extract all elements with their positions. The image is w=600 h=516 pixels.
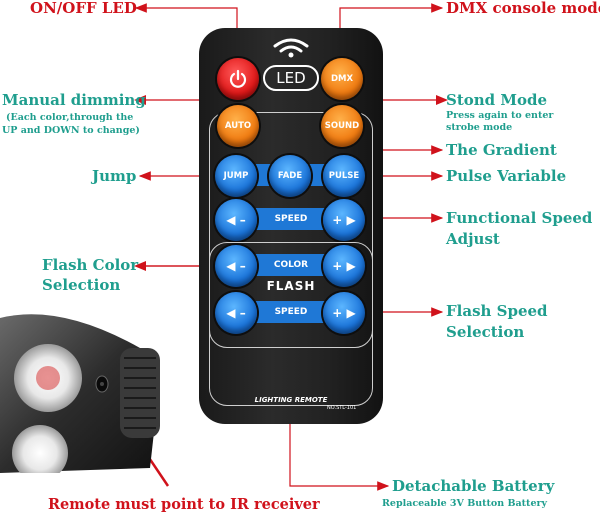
speed-down-button[interactable]: ◀ – bbox=[215, 199, 257, 241]
label-functional-speed: Functional Speed bbox=[446, 209, 593, 227]
led-text: LED bbox=[276, 69, 306, 87]
flash-speed-bar: SPEED bbox=[229, 301, 353, 323]
flash-speed-down-button[interactable]: ◀ – bbox=[215, 292, 257, 334]
label-ir-receiver: Remote must point to IR receiver bbox=[48, 496, 320, 513]
label-onoff: ON/OFF LED bbox=[30, 0, 137, 17]
fade-button[interactable]: FADE bbox=[269, 155, 311, 197]
label-stond-mode: Stond Mode bbox=[446, 91, 548, 109]
color-bar: COLOR bbox=[229, 254, 353, 276]
power-icon bbox=[229, 69, 247, 88]
label-battery-sub: Replaceable 3V Button Battery bbox=[382, 498, 548, 509]
flash-label: FLASH bbox=[266, 279, 316, 293]
label-flash-speed: Flash Speed bbox=[446, 302, 548, 320]
remote-footer: LIGHTING REMOTE bbox=[254, 396, 328, 404]
label-stond-mode-sub1: Press again to enter bbox=[446, 110, 554, 121]
remote-model: NO.STL-101 bbox=[327, 405, 357, 411]
label-dmx: DMX console mode bbox=[446, 0, 600, 17]
sound-button[interactable]: SOUND bbox=[321, 105, 363, 147]
auto-button[interactable]: AUTO bbox=[217, 105, 259, 147]
label-flash-color: Flash Color bbox=[42, 256, 139, 274]
wireless-icon bbox=[273, 38, 309, 58]
flash-frame bbox=[209, 242, 373, 348]
label-gradient: The Gradient bbox=[446, 141, 557, 159]
flash-speed-up-button[interactable]: + ▶ bbox=[323, 292, 365, 334]
label-manual-dimming-sub2: UP and DOWN to change) bbox=[2, 125, 140, 136]
label-pulse-variable: Pulse Variable bbox=[446, 167, 567, 185]
power-button[interactable] bbox=[217, 58, 259, 100]
speed-up-button[interactable]: + ▶ bbox=[323, 199, 365, 241]
jump-button[interactable]: JUMP bbox=[215, 155, 257, 197]
speed-bar: SPEED bbox=[229, 208, 353, 230]
label-flash-color-2: Selection bbox=[42, 276, 121, 294]
label-flash-speed-2: Selection bbox=[446, 323, 525, 341]
dmx-button[interactable]: DMX bbox=[321, 58, 363, 100]
label-jump: Jump bbox=[92, 167, 137, 185]
ir-receiver-photo bbox=[0, 314, 160, 473]
label-functional-speed-2: Adjust bbox=[446, 230, 500, 248]
color-up-button[interactable]: + ▶ bbox=[323, 245, 365, 287]
label-manual-dimming-sub1: (Each color,through the bbox=[6, 112, 134, 123]
label-battery: Detachable Battery bbox=[392, 477, 555, 495]
pulse-button[interactable]: PULSE bbox=[323, 155, 365, 197]
label-stond-mode-sub2: strobe mode bbox=[446, 122, 513, 133]
led-badge: LED bbox=[263, 65, 319, 91]
color-down-button[interactable]: ◀ – bbox=[215, 245, 257, 287]
remote-control: LED DMX AUTO SOUND JUMP FADE PULSE SPEED… bbox=[199, 28, 383, 424]
label-manual-dimming: Manual dimming bbox=[2, 91, 146, 109]
